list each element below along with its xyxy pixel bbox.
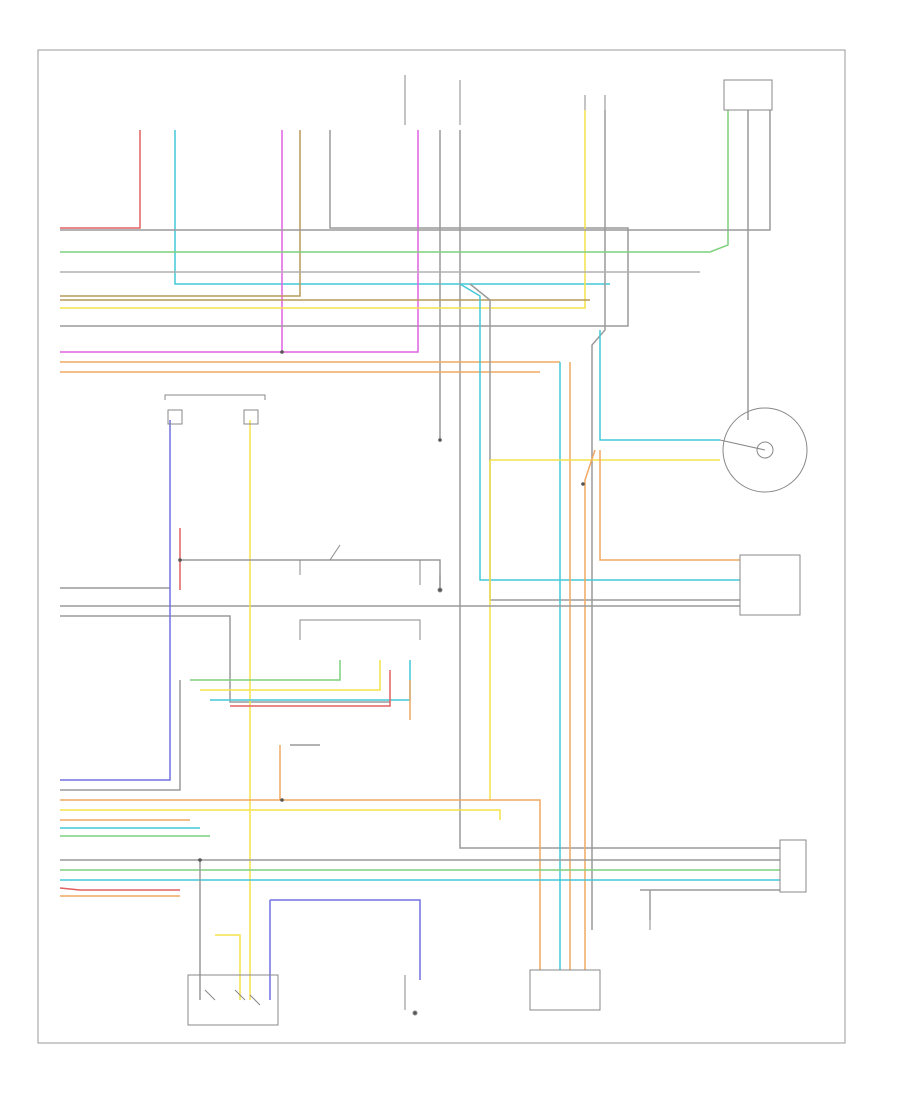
- splice-dots: [178, 350, 585, 862]
- diagram-border: [37, 49, 846, 1044]
- bottom-bus-wires: [59, 680, 780, 1000]
- top-bus-wires: [60, 271, 740, 601]
- position-sensor: [719, 407, 808, 493]
- connector-top-right: [723, 79, 773, 111]
- center-connector: [299, 544, 443, 640]
- middle-wires: [60, 330, 740, 1000]
- top-wire-drops: [60, 110, 780, 930]
- bottom-modules: [187, 920, 651, 1026]
- right-modules: [739, 554, 807, 893]
- fuse-box: [164, 394, 266, 425]
- top-connector-markers: [404, 75, 606, 125]
